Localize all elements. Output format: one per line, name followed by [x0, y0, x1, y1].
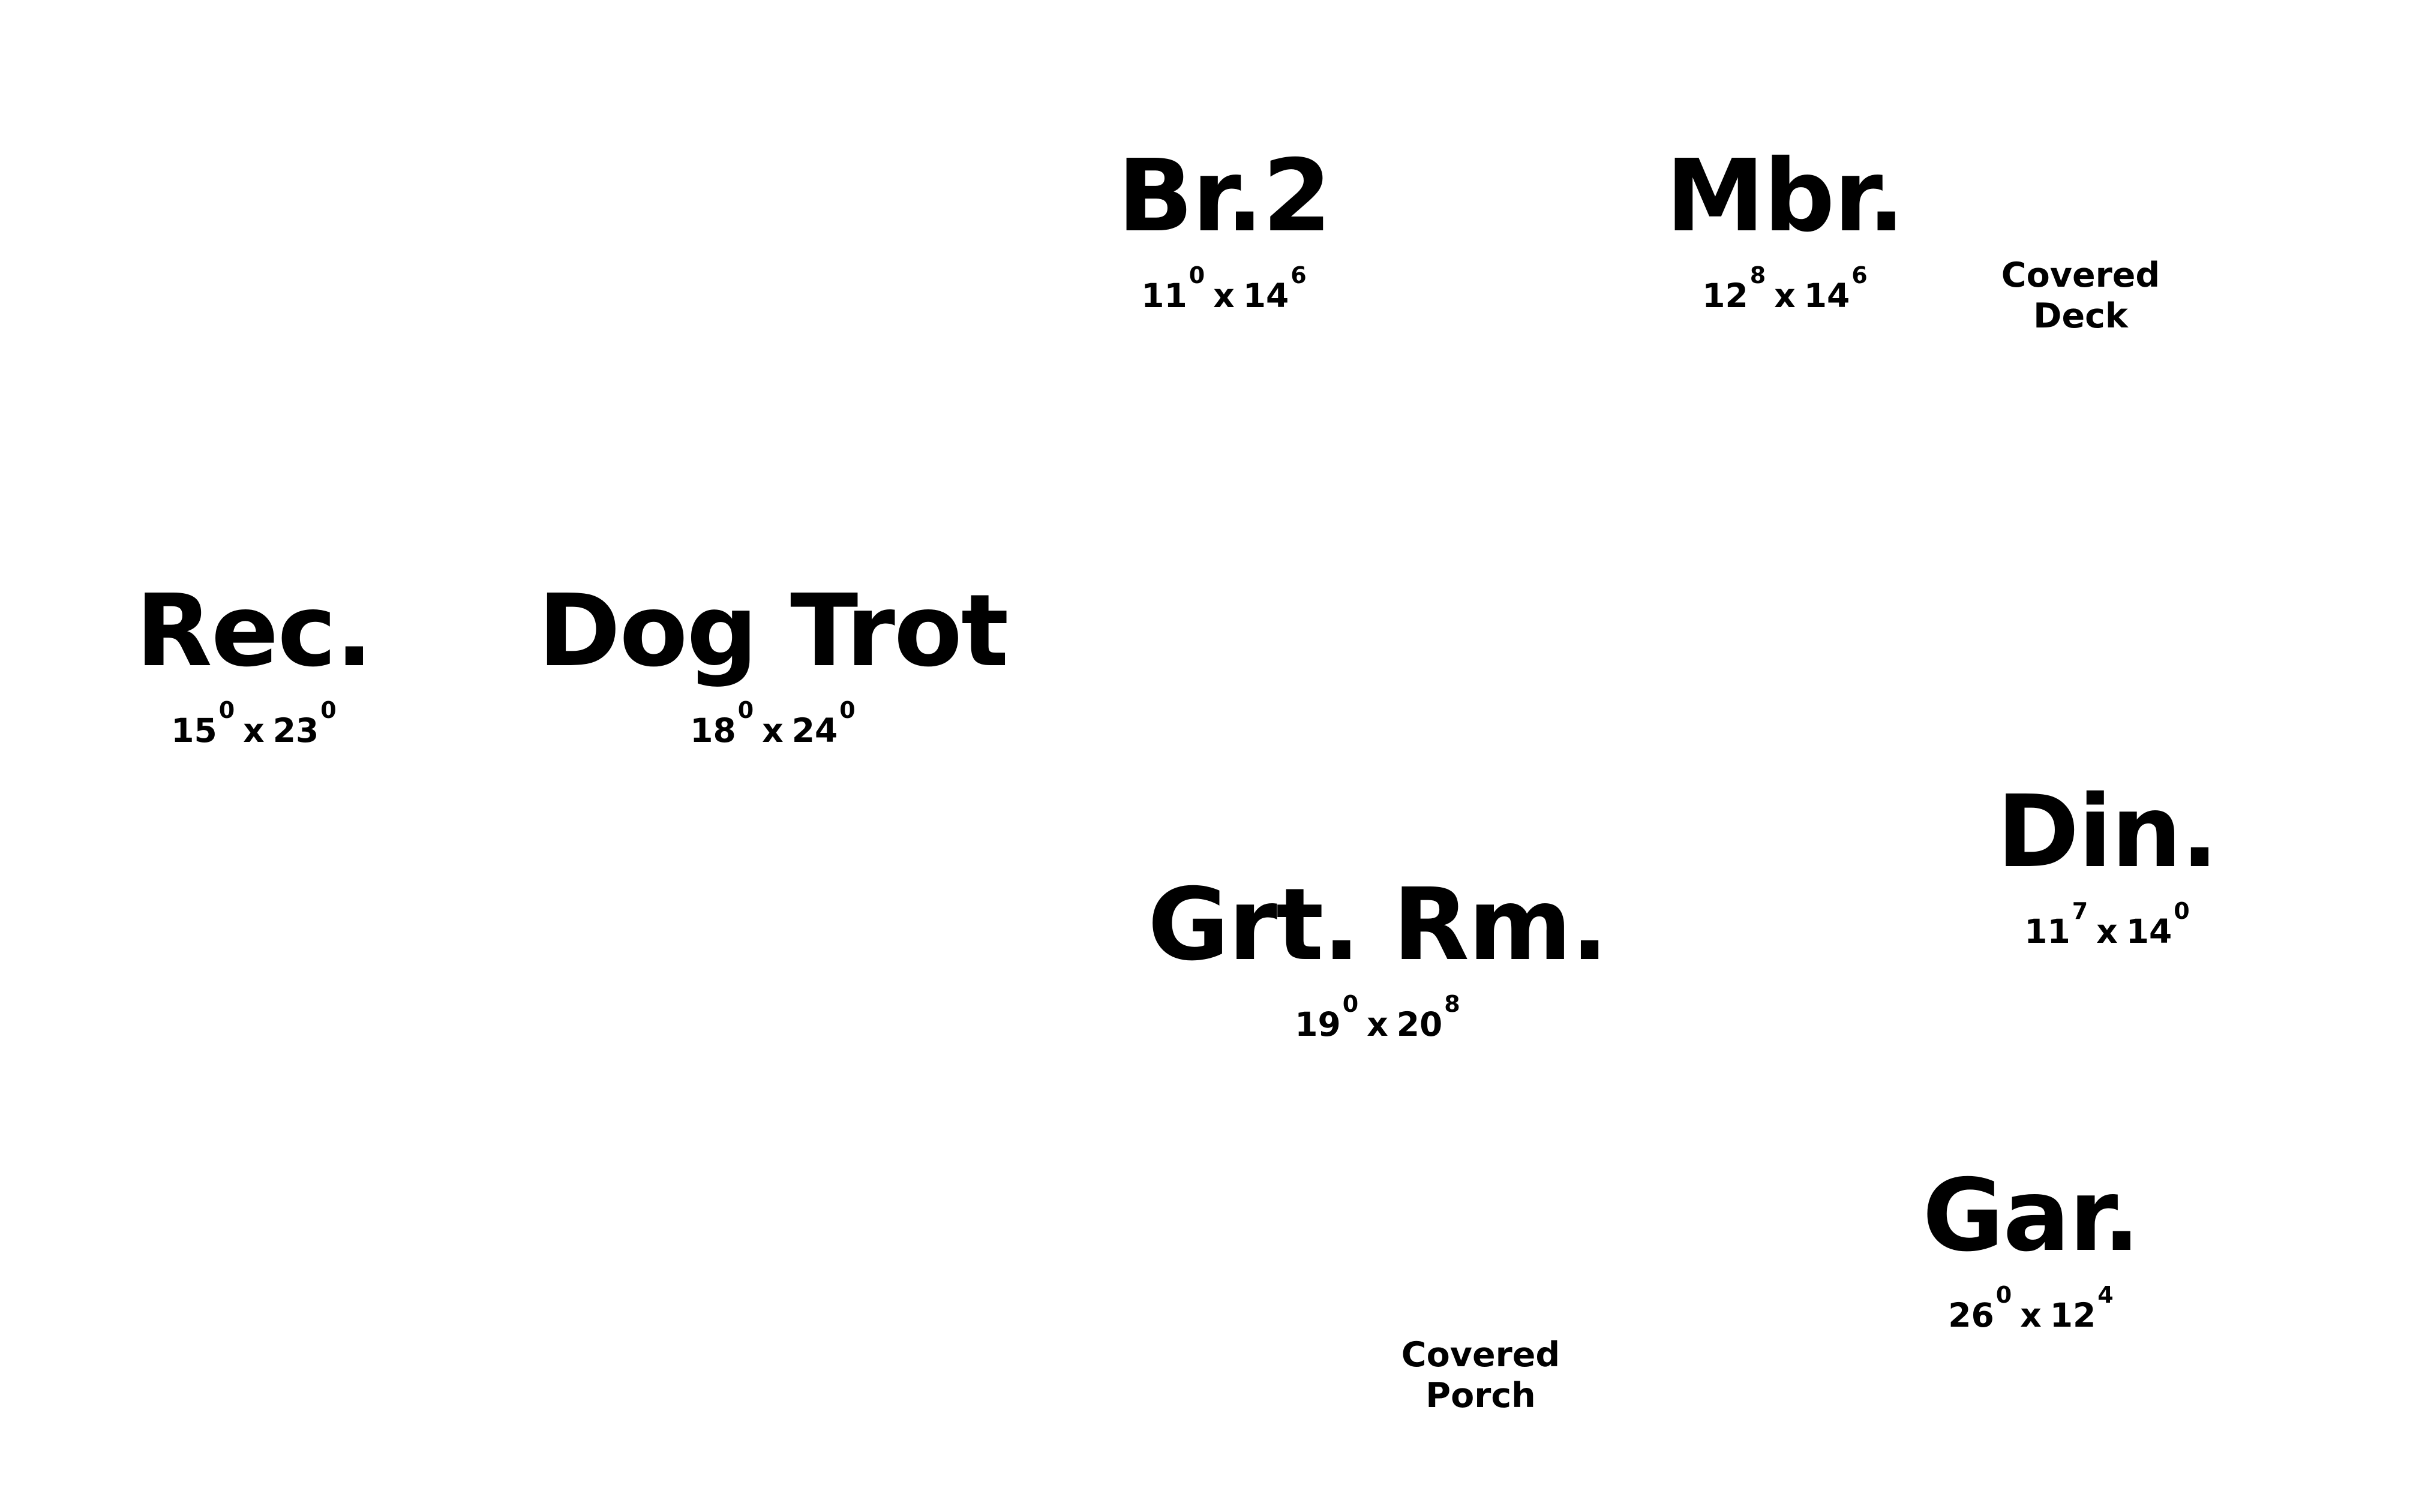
- dimension-separator: x: [1774, 276, 1796, 315]
- room-height-feet: 14: [2126, 912, 2172, 951]
- room-width-inches: 0: [1189, 262, 1205, 288]
- note-line: Covered: [1401, 1335, 1560, 1375]
- room-width-inches: 0: [737, 697, 754, 723]
- room-name: Dog Trot: [538, 573, 1009, 689]
- dimension-separator: x: [762, 711, 784, 750]
- room-name: Rec.: [136, 573, 373, 689]
- note-line: Porch: [1425, 1376, 1536, 1415]
- room-height-feet: 14: [1242, 276, 1289, 315]
- note-covered-porch: Covered Porch: [1401, 1334, 1560, 1416]
- room-height-feet: 20: [1396, 1005, 1443, 1044]
- room-height-inches: 0: [320, 697, 337, 723]
- dimension-separator: x: [2096, 912, 2118, 951]
- room-width-feet: 19: [1295, 1005, 1341, 1044]
- room-width-feet: 15: [171, 711, 217, 750]
- room-height-feet: 12: [2049, 1296, 2096, 1334]
- room-width-feet: 11: [2024, 912, 2070, 951]
- room-height-feet: 23: [272, 711, 319, 750]
- room-width-inches: 0: [1342, 991, 1359, 1017]
- room-width-inches: 8: [1749, 262, 1766, 288]
- room-name: Din.: [1997, 774, 2219, 890]
- room-width-inches: 0: [1995, 1282, 2012, 1308]
- room-height-inches: 4: [2097, 1282, 2114, 1308]
- note-line: Deck: [2033, 296, 2128, 336]
- room-width-feet: 12: [1702, 276, 1748, 315]
- room-width-feet: 11: [1141, 276, 1187, 315]
- dimension-separator: x: [2020, 1296, 2042, 1334]
- room-name: Gar.: [1922, 1158, 2141, 1274]
- note-covered-deck: Covered Deck: [2001, 255, 2160, 336]
- room-height-feet: 24: [791, 711, 838, 750]
- dimension-separator: x: [1367, 1005, 1388, 1044]
- room-name: Mbr.: [1665, 139, 1905, 254]
- room-name: Br.2: [1117, 139, 1331, 254]
- dimension-separator: x: [1213, 276, 1235, 315]
- note-line: Covered: [2001, 255, 2160, 295]
- room-width-feet: 26: [1948, 1296, 1994, 1334]
- room-height-inches: 0: [839, 697, 856, 723]
- room-width-inches: 7: [2072, 898, 2088, 924]
- room-width-inches: 0: [218, 697, 235, 723]
- room-width-feet: 18: [690, 711, 736, 750]
- room-height-inches: 0: [2174, 898, 2190, 924]
- room-height-inches: 8: [1444, 991, 1460, 1017]
- room-height-feet: 14: [1803, 276, 1850, 315]
- room-height-inches: 6: [1851, 262, 1868, 288]
- dimension-separator: x: [243, 711, 265, 750]
- room-height-inches: 6: [1290, 262, 1307, 288]
- room-name: Grt. Rm.: [1147, 867, 1608, 983]
